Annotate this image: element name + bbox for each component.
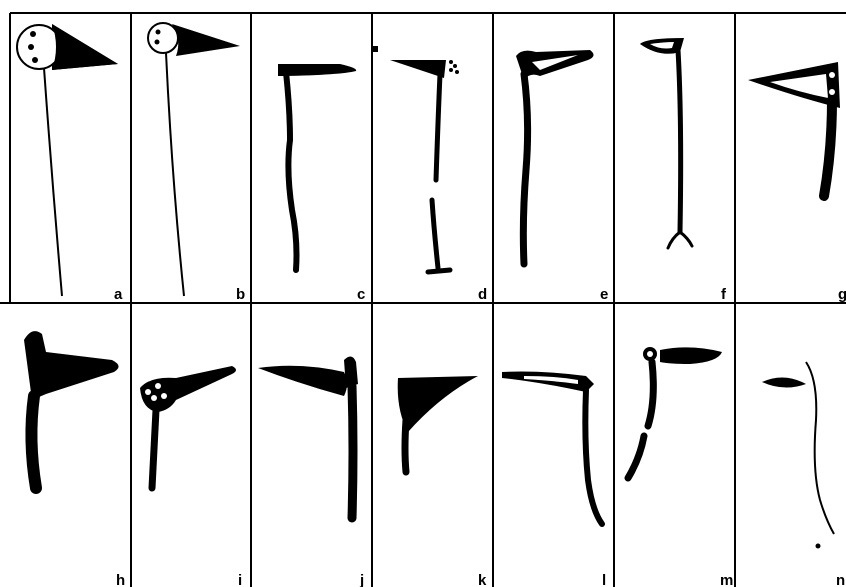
cell-label: h [116,572,125,587]
cell-label: j [359,572,364,587]
cell-f: f [640,38,727,303]
flag-dotted-short-pole-icon [140,366,236,488]
cell-m: m [628,347,733,587]
cell-a: a [17,24,123,303]
cell-label: f [721,286,727,303]
cell-h: h [24,331,125,587]
cell-label: a [114,286,123,303]
flag-horizontal-blade-icon [278,64,356,270]
flag-forked-pole-icon [640,38,692,248]
flag-broken-pole-icon [628,347,722,478]
cell-label: e [600,286,608,303]
cell-label: i [238,572,242,587]
flag-triangle-pole-base-icon [373,46,459,272]
cell-label: b [236,286,245,303]
cell-j: j [258,356,364,587]
cell-label: l [602,572,606,587]
cell-c: c [278,64,365,303]
flag-leaf-thin-pole-icon [762,362,834,549]
flag-thin-pennant-curved-pole-icon [502,372,602,525]
flag-dotted-disc-pennant-icon [148,23,240,296]
cell-e: e [516,50,608,303]
cell-label: d [478,286,487,303]
cell-b: b [148,23,245,303]
cell-l: l [502,372,606,587]
cell-k: k [398,376,487,587]
grid-lines [0,13,846,587]
cell-label: n [836,572,845,587]
cell-label: c [357,286,365,303]
cell-n: n [762,362,845,587]
flag-heavy-pennant-icon [24,331,119,488]
cell-i: i [140,366,242,587]
flag-split-pennant-icon [516,50,594,264]
cell-label: m [720,572,733,587]
cell-label: k [478,572,487,587]
cell-g: g [748,62,846,303]
flag-solid-triangle-icon [398,376,478,472]
flag-dotted-reverse-pennant-icon [748,62,840,196]
flag-reverse-blade-icon [258,356,358,518]
cell-d: d [373,46,487,303]
flag-dotted-disc-pennant-icon [17,24,118,296]
cell-label: g [838,286,846,303]
